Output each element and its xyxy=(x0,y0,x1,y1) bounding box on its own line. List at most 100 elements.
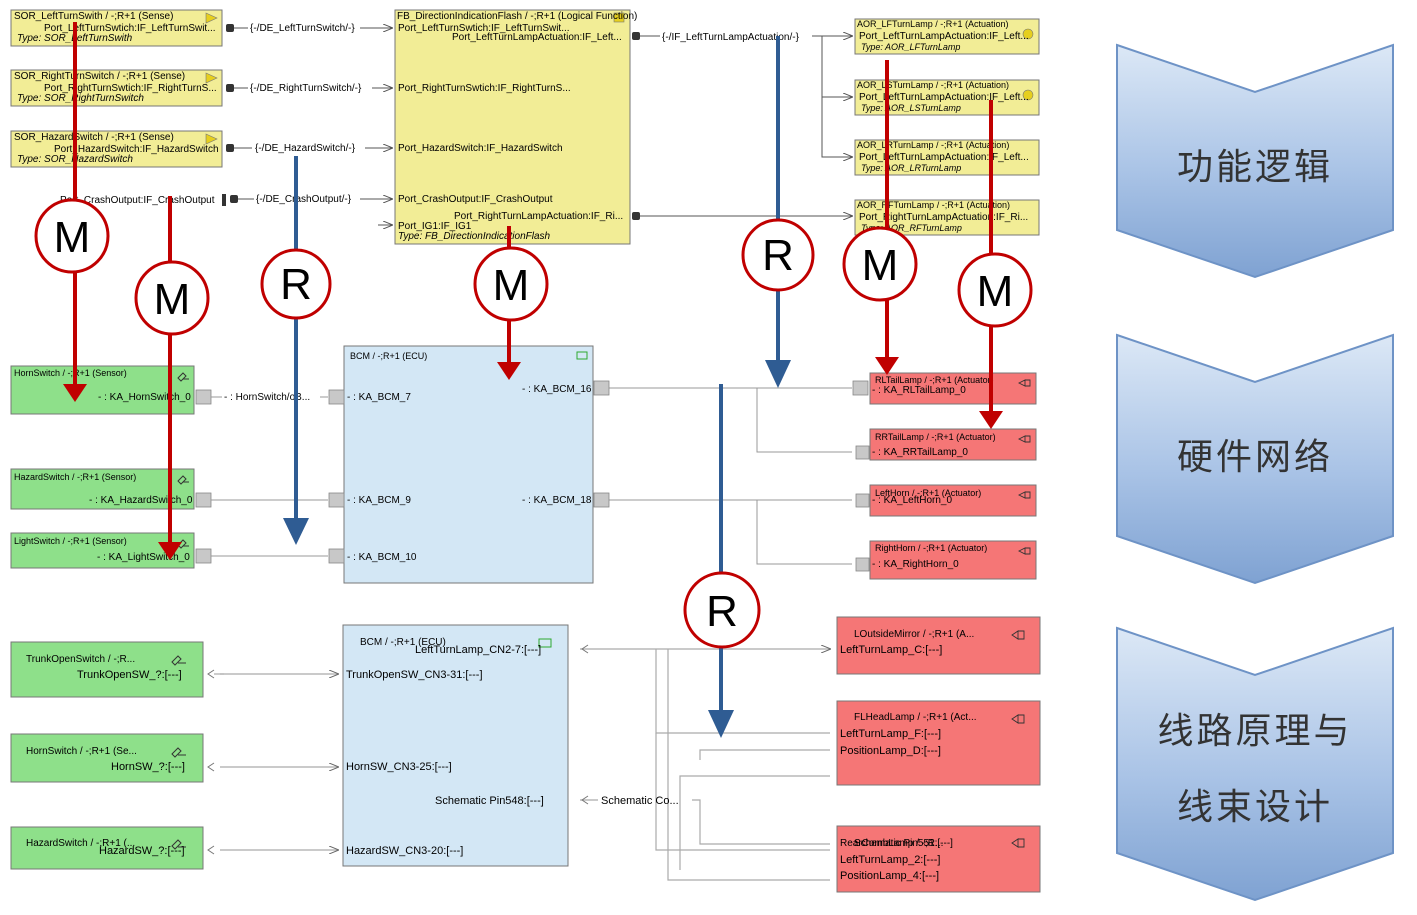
lamp-icon xyxy=(1017,547,1031,555)
mapping-arrow-r xyxy=(765,36,791,388)
actuator-port: Port_LeftTurnLampActuation:IF_Left... xyxy=(859,92,1029,103)
switch-title: HazardSwitch / -;R+1 (... xyxy=(26,838,135,849)
connection-label: {-/DE_LeftTurnSwitch/-} xyxy=(250,23,355,34)
switch-icon xyxy=(177,372,189,382)
function-actuator-box[interactable]: AOR_LRTurnLamp / -;R+1 (Actuation) Port_… xyxy=(854,139,1040,176)
battery-icon xyxy=(538,638,552,648)
wiring-lamp-box[interactable]: FLHeadLamp / -;R+1 (Act... LeftTurnLamp_… xyxy=(836,700,1041,786)
switch-title: TrunkOpenSwitch / -;R... xyxy=(26,654,135,665)
actuator-type: Type: AOR_LFTurnLamp xyxy=(861,42,960,52)
lamp-icon xyxy=(1017,491,1031,499)
stage-label-hardware: 硬件网络 xyxy=(1176,437,1333,478)
function-sensor-box[interactable]: SOR_HazardSwitch / -;R+1 (Sense) Port_Ha… xyxy=(10,130,223,168)
wiring-ecu-box[interactable]: BCM / -;R+1 (ECU) LeftTurnLamp_CN2-7:[--… xyxy=(342,624,569,867)
ecu-pin: - : KA_BCM_9 xyxy=(347,495,411,506)
connection-label: {-/DE_CrashOutput/-} xyxy=(256,194,352,205)
connection-label: - : HornSwitch/oB... xyxy=(224,392,310,403)
ecu-title: BCM / -;R+1 (ECU) xyxy=(350,351,427,361)
function-sensor-box[interactable]: SOR_LeftTurnSwith / -;R+1 (Sense) Port_L… xyxy=(10,9,223,47)
marker-m: M xyxy=(473,246,549,322)
hardware-ecu-box[interactable]: BCM / -;R+1 (ECU) - : KA_BCM_7 - : KA_BC… xyxy=(343,345,594,584)
svg-text:M: M xyxy=(493,261,530,310)
hardware-actuator-box[interactable]: RightHorn / -;R+1 (Actuator) - : KA_Righ… xyxy=(869,540,1037,580)
mapping-arrow-r xyxy=(708,384,734,738)
function-port: Port_LeftTurnLampActuation:IF_Left... xyxy=(452,32,622,43)
switch-icon xyxy=(171,839,186,850)
hardware-actuator-box[interactable]: RRTailLamp / -;R+1 (Actuator) - : KA_RRT… xyxy=(869,428,1037,461)
wiring-lamp-box[interactable]: LOutsideMirror / -;R+1 (A... LeftTurnLam… xyxy=(836,616,1041,675)
svg-text:R: R xyxy=(280,260,312,309)
hardware-sensor-box[interactable]: HornSwitch / -;R+1 (Sensor) - : KA_HornS… xyxy=(10,365,195,415)
sensor-port: Port_RightTurnSwtich:IF_RightTurnS... xyxy=(44,83,217,94)
actuator-pin: - : KA_LeftHorn_0 xyxy=(872,495,952,506)
marker-r: R xyxy=(260,248,332,320)
actuator-port: Port_LeftTurnLampActuation:IF_Left... xyxy=(859,152,1029,163)
ecu-pin: Schematic Pin548:[---] xyxy=(435,795,544,807)
hardware-actuator-box[interactable]: LeftHorn / -;R+1 (Actuator) - : KA_LeftH… xyxy=(869,484,1037,517)
function-block-type: Type: FB_DirectionIndicationFlash xyxy=(398,231,551,242)
port-marker xyxy=(222,194,226,206)
switch-title: HornSwitch / -;R+1 (Se... xyxy=(26,746,137,757)
ecu-title: BCM / -;R+1 (ECU) xyxy=(360,637,446,648)
function-block[interactable]: FB_DirectionIndicationFlash / -;R+1 (Log… xyxy=(394,9,637,245)
stage-label-functional: 功能逻辑 xyxy=(1176,147,1333,188)
actuator-type: Type: AOR_LRTurnLamp xyxy=(861,163,961,173)
sensor-title: SOR_HazardSwitch / -;R+1 (Sense) xyxy=(14,132,174,143)
mapping-arrow-r xyxy=(283,156,309,545)
actuator-type: Type: AOR_RFTurnLamp xyxy=(861,223,962,233)
switch-pin: TrunkOpenSW_?:[---] xyxy=(77,669,182,681)
function-port: Port_RightTurnSwtich:IF_RightTurnS... xyxy=(398,83,571,94)
sensor-port: Port_LeftTurnSwtich:IF_LeftTurnSwit... xyxy=(44,23,216,34)
actuator-title: AOR_LFTurnLamp / -;R+1 (Actuation) xyxy=(857,19,1008,29)
connection-label: Schematic Co... xyxy=(601,795,679,807)
wiring-switch-box[interactable]: HornSwitch / -;R+1 (Se... HornSW_?:[---] xyxy=(10,733,204,783)
actuator-pin: - : KA_RLTailLamp_0 xyxy=(872,385,966,396)
ecu-pin: - : KA_BCM_16 xyxy=(522,384,592,395)
ecu-pin: HornSW_CN3-25:[---] xyxy=(346,761,452,773)
function-actuator-box[interactable]: AOR_LFTurnLamp / -;R+1 (Actuation) Port_… xyxy=(854,18,1040,55)
ecu-pin: - : KA_BCM_18 xyxy=(522,495,592,506)
wiring-lamp-box[interactable]: RearCombLamp / -;R... Schematic Pin551:[… xyxy=(836,825,1041,893)
lamp-icon xyxy=(1011,714,1025,724)
sensor-type: Type: SOR_RightTurnSwitch xyxy=(17,93,144,104)
switch-icon xyxy=(177,475,189,485)
lamp-pin-overlay: Schematic Pin551:[---] xyxy=(854,838,953,849)
actuator-port: Port_LeftTurnLampActuation:IF_Left... xyxy=(859,31,1029,42)
svg-text:M: M xyxy=(977,267,1014,316)
mapping-arrow-m xyxy=(158,196,182,560)
switch-pin: HornSW_?:[---] xyxy=(111,761,185,773)
svg-text:M: M xyxy=(154,275,191,324)
actuator-title: LeftHorn / -;R+1 (Actuator) xyxy=(875,488,981,498)
connection-label: {-/DE_RightTurnSwitch/-} xyxy=(250,83,362,94)
marker-r: R xyxy=(741,218,815,292)
wiring-switch-box[interactable]: TrunkOpenSwitch / -;R... TrunkOpenSW_?:[… xyxy=(10,641,204,698)
lamp-pin: PositionLamp_4:[---] xyxy=(840,870,939,882)
ecu-pin: - : KA_BCM_7 xyxy=(347,392,411,403)
sensor-title: LightSwitch / -;R+1 (Sensor) xyxy=(14,536,127,546)
sensor-title: HornSwitch / -;R+1 (Sensor) xyxy=(14,368,127,378)
lamp-pin: LeftTurnLamp_2:[---] xyxy=(840,854,940,866)
ecu-pin: - : KA_BCM_10 xyxy=(347,552,417,563)
actuator-pin: - : KA_RRTailLamp_0 xyxy=(872,447,968,458)
ecu-pin: TrunkOpenSW_CN3-31:[---] xyxy=(346,669,483,681)
actuator-pin: - : KA_RightHorn_0 xyxy=(872,559,959,570)
function-port: Port_IG1:IF_IG1 xyxy=(398,221,472,232)
hardware-sensor-box[interactable]: HazardSwitch / -;R+1 (Sensor) - : KA_Haz… xyxy=(10,468,195,510)
wiring-switch-box[interactable]: HazardSwitch / -;R+1 (... HazardSW_?:[--… xyxy=(10,826,204,870)
stage-chevron-hardware xyxy=(1116,333,1394,585)
lamp-pin: PositionLamp_D:[---] xyxy=(840,745,941,757)
marker-r: R xyxy=(683,571,761,649)
sensor-port: Port_HazardSwitch:IF_HazardSwitch xyxy=(54,144,219,155)
svg-text:R: R xyxy=(762,231,794,280)
stage-label-wiring: 线路原理与 线束设计 xyxy=(1157,711,1353,828)
function-sensor-box[interactable]: SOR_RightTurnSwitch / -;R+1 (Sense) Port… xyxy=(10,69,223,107)
ecu-pin: LeftTurnLamp_CN2-7:[---] xyxy=(415,644,541,656)
hardware-actuator-box[interactable]: RLTailLamp / -;R+1 (Actuator) - : KA_RLT… xyxy=(869,372,1037,405)
svg-text:R: R xyxy=(706,587,738,636)
actuator-title: RRTailLamp / -;R+1 (Actuator) xyxy=(875,432,996,442)
function-actuator-box[interactable]: AOR_LSTurnLamp / -;R+1 (Actuation) Port_… xyxy=(854,79,1040,116)
lamp-icon xyxy=(1011,630,1025,640)
hardware-sensor-box[interactable]: LightSwitch / -;R+1 (Sensor) - : KA_Ligh… xyxy=(10,532,195,569)
actuator-type: Type: AOR_LSTurnLamp xyxy=(861,103,961,113)
